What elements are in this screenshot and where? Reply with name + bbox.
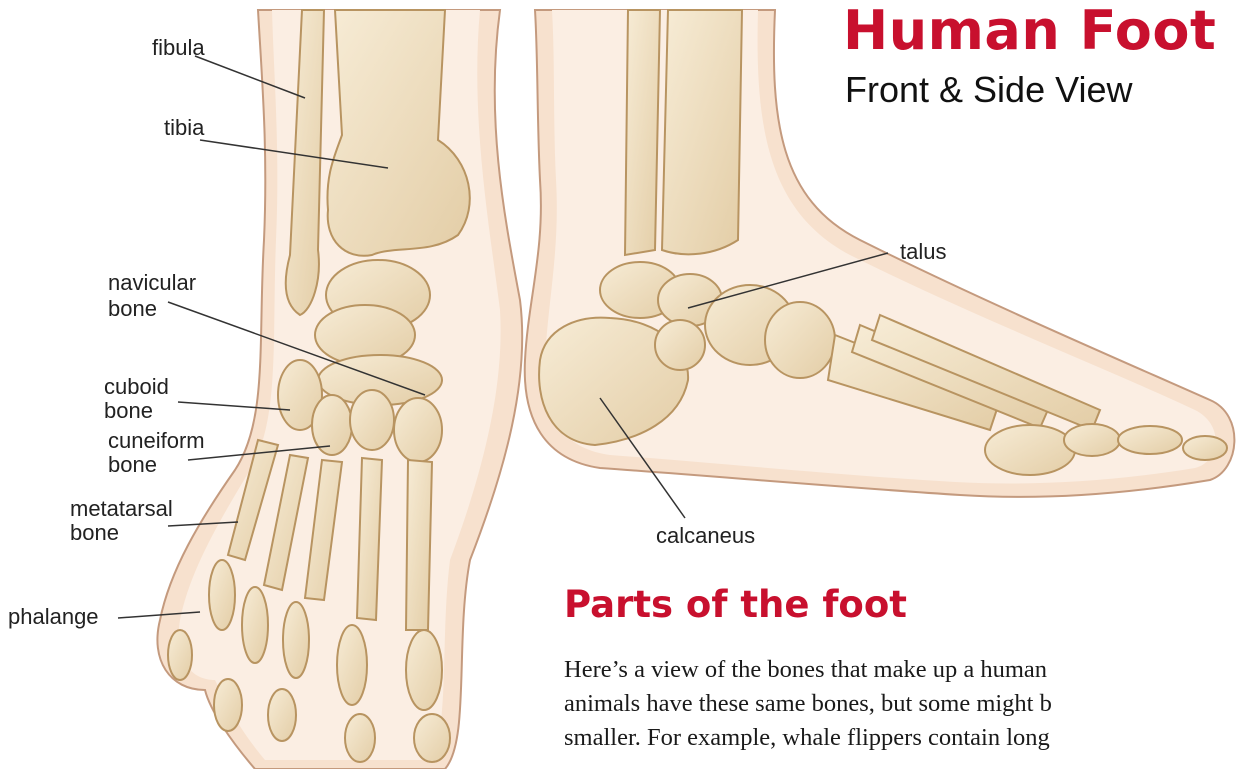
paragraph-line: Here’s a view of the bones that make up … — [564, 653, 1240, 687]
paragraph-line: smaller. For example, whale flippers con… — [564, 721, 1240, 755]
page-title: Human Foot — [843, 4, 1216, 58]
section-paragraph: Here’s a view of the bones that make up … — [564, 653, 1240, 755]
label-calcaneus: calcaneus — [656, 523, 755, 548]
label-navicular-line2: bone — [108, 296, 157, 321]
label-cuboid-line2: bone — [104, 398, 153, 423]
section-heading: Parts of the foot — [564, 586, 907, 623]
label-navicular-line1: navicular — [108, 270, 196, 295]
label-metatarsal-line1: metatarsal — [70, 496, 173, 521]
label-cuneiform-line1: cuneiform — [108, 428, 205, 453]
label-phalange: phalange — [8, 604, 99, 629]
label-metatarsal-line2: bone — [70, 520, 119, 545]
label-talus: talus — [900, 239, 946, 264]
label-fibula: fibula — [152, 35, 205, 60]
paragraph-line: animals have these same bones, but some … — [564, 687, 1240, 721]
label-tibia: tibia — [164, 115, 205, 140]
page-subtitle: Front & Side View — [845, 72, 1132, 108]
label-cuboid-line1: cuboid — [104, 374, 169, 399]
label-cuneiform-line2: bone — [108, 452, 157, 477]
front-view-illustration — [157, 10, 522, 769]
